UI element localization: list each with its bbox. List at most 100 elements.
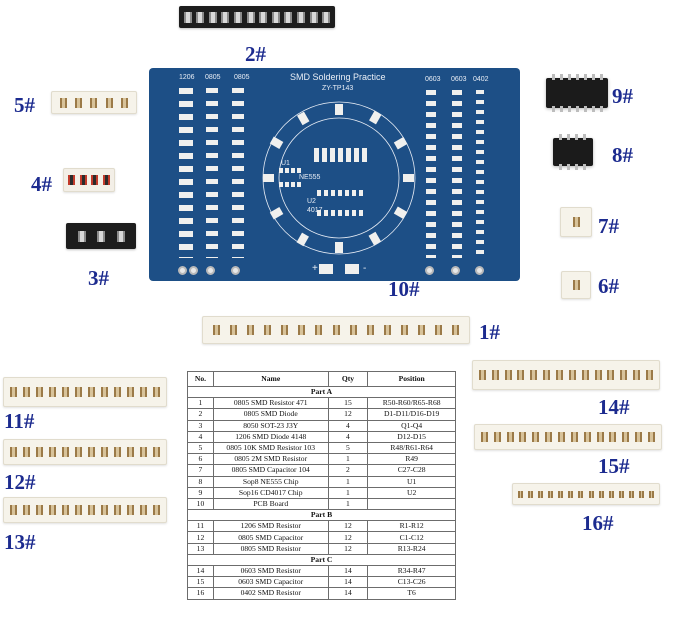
chip xyxy=(332,325,340,335)
part-heading: Part B xyxy=(187,509,456,522)
chip xyxy=(36,387,43,397)
chip xyxy=(90,97,98,108)
part-12-tape xyxy=(3,439,167,465)
chip xyxy=(628,490,634,498)
cell-position: C27-C28 xyxy=(367,464,456,477)
cell-name: 8050 SOT-23 J3Y xyxy=(212,419,329,432)
cell-position: Q1-Q4 xyxy=(367,419,456,432)
cell-no: 2 xyxy=(187,408,214,421)
label-1: 1# xyxy=(479,320,500,344)
pcb-col-0805b: 0805 xyxy=(234,74,250,81)
pcb-hole xyxy=(425,266,434,275)
label-6: 6# xyxy=(598,274,619,298)
pcb-minus: - xyxy=(363,263,367,274)
label-8: 8# xyxy=(612,143,633,167)
chip xyxy=(264,325,272,335)
label-11: 11# xyxy=(4,409,35,433)
cell-qty: 1 xyxy=(327,453,369,466)
cell-qty: 12 xyxy=(327,542,369,555)
chip xyxy=(543,370,551,380)
chip xyxy=(506,432,514,442)
pad-column-1206 xyxy=(179,88,193,258)
chip xyxy=(101,387,108,397)
pcb-hole xyxy=(178,266,187,275)
pcb-hole xyxy=(451,266,460,275)
chip xyxy=(558,432,566,442)
pcb-title: SMD Soldering Practice xyxy=(290,72,386,82)
cell-name: 0805 SMD Capacitor 104 xyxy=(212,464,329,477)
label-13: 13# xyxy=(4,530,36,554)
pcb-col-0603b: 0603 xyxy=(451,76,467,83)
chip xyxy=(114,447,121,457)
chip xyxy=(62,505,69,515)
chip xyxy=(538,490,544,498)
chip xyxy=(23,447,30,457)
chip xyxy=(49,447,56,457)
chip xyxy=(451,325,459,335)
cell-position: C1-C12 xyxy=(367,531,456,544)
pcb-ne555: NE555 xyxy=(299,174,321,181)
chip xyxy=(77,230,86,242)
part-16-tape xyxy=(512,483,660,505)
cell-position: R50-R60/R65-R68 xyxy=(367,397,456,410)
diode-chip xyxy=(68,175,76,185)
cell-qty: 1 xyxy=(327,475,369,488)
chip xyxy=(36,447,43,457)
cell-name: 0805 SMD Diode xyxy=(212,408,329,421)
chip xyxy=(281,325,289,335)
pcb-hole xyxy=(189,266,198,275)
cell-qty: 12 xyxy=(327,408,369,421)
chip xyxy=(114,387,121,397)
pcb-col-0402: 0402 xyxy=(473,76,489,83)
chip xyxy=(581,370,589,380)
label-16: 16# xyxy=(582,511,614,535)
pcb-plus: + xyxy=(312,263,318,274)
chip xyxy=(10,505,17,515)
cell-name: 0805 10K SMD Resistor 103 xyxy=(212,441,329,455)
chip xyxy=(548,490,554,498)
part-3-tape xyxy=(66,223,136,249)
pcb-model: ZY-TP143 xyxy=(322,85,354,92)
chip xyxy=(127,505,134,515)
chip xyxy=(140,387,147,397)
chip xyxy=(315,325,323,335)
chip xyxy=(309,11,318,23)
cell-name: 0805 2M SMD Resistor xyxy=(212,453,329,466)
chip xyxy=(230,325,238,335)
cell-qty: 14 xyxy=(327,564,369,578)
table-header-row: No. Name Qty Position xyxy=(187,371,456,387)
pcb-hole xyxy=(475,266,484,275)
part-7-tape xyxy=(560,207,592,237)
chip xyxy=(558,490,564,498)
cell-position: D1-D11/D16-D19 xyxy=(367,408,456,421)
chip xyxy=(596,432,604,442)
chip xyxy=(75,97,83,108)
part-heading: Part A xyxy=(187,385,456,399)
cell-qty: 4 xyxy=(327,430,369,443)
cell-position: T6 xyxy=(367,587,456,600)
chip xyxy=(620,370,628,380)
cell-position: U1 xyxy=(367,475,456,488)
chip xyxy=(153,387,160,397)
cell-no: 5 xyxy=(187,441,214,455)
chip xyxy=(607,370,615,380)
chip xyxy=(101,505,108,515)
part-5-tape xyxy=(51,91,137,114)
cell-no: 11 xyxy=(187,520,214,533)
chip xyxy=(183,11,192,23)
chip xyxy=(120,97,128,108)
chip xyxy=(246,11,255,23)
chip xyxy=(23,505,30,515)
chip xyxy=(545,432,553,442)
part-1-tape xyxy=(202,316,470,344)
cell-no: 9 xyxy=(187,486,214,499)
chip xyxy=(259,11,268,23)
chip xyxy=(36,505,43,515)
chip xyxy=(633,370,641,380)
